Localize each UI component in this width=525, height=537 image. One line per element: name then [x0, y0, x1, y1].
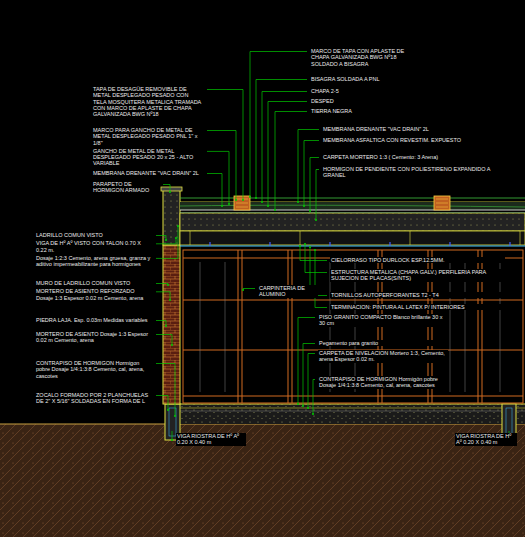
leader-dot	[221, 205, 223, 207]
annotation-label: Dosaje 1:2:3 Cemento, arena gruesa, gran…	[35, 255, 153, 268]
annotation-label: TERMINACION: PINTURA AL LATEX P/ INTERIO…	[330, 304, 505, 310]
leader-line	[156, 292, 170, 300]
leader-line	[156, 238, 176, 244]
leader-dot	[297, 201, 299, 203]
annotation-label: VIGA DE Hº Aº VISTO CON TALON 0.70 X 0.2…	[35, 240, 153, 253]
leader-dot	[169, 299, 171, 301]
annotation-label: MEMBRANA DRENANTE "VAC DRAIN" 2L	[322, 126, 512, 132]
leader-line	[256, 80, 307, 199]
leader-dot	[165, 239, 167, 241]
leader-dot	[242, 289, 244, 291]
annotation-label: MEMBRANA DRENANTE "VAC DRAIN" 2L	[92, 170, 204, 176]
leader-dot	[314, 249, 316, 251]
leader-line	[298, 318, 315, 405]
leader-dot	[304, 243, 306, 245]
leader-line	[310, 158, 319, 212]
leader-dot	[242, 199, 244, 201]
leader-dot	[171, 344, 173, 346]
leader-line	[156, 226, 178, 258]
leader-line	[207, 90, 243, 201]
annotation-label: ZOCALO FORMADO POR 2 PLANCHUELAS DE 2" X…	[35, 392, 153, 405]
leader-dot	[174, 415, 176, 417]
annotation-label: GANCHO DE METAL DE METAL DESPLEGADO PESA…	[92, 148, 204, 167]
annotation-label: PARAPETO DE HORMIGON ARMADO	[92, 181, 160, 194]
annotation-label: PISO GRANITO COMPACTO Blanco brillante 3…	[318, 314, 448, 327]
leader-line	[250, 52, 307, 198]
leader-dot	[315, 219, 317, 221]
leader-dot	[307, 407, 309, 409]
annotation-label: CARPINTERIA DE ALUMINIO	[258, 285, 318, 298]
annotation-label: HORMIGON DE PENDIENTE CON POLIESTIRENO E…	[322, 166, 512, 179]
annotation-label: Pegamento para granito	[318, 340, 448, 346]
leader-line	[207, 151, 229, 204]
leader-line	[156, 396, 168, 411]
annotation-label: CARPETA DE NIVELACION Mortero 1:3, Cemen…	[318, 350, 448, 363]
annotation-label: MORTERO DE ASIENTO Dosaje 1:3 Espesor 0.…	[35, 331, 153, 344]
leader-line	[308, 354, 315, 409]
leader-line	[315, 250, 327, 308]
annotation-label: MEMBRANA ASFALTICA CON REVESTIM. EXPUEST…	[322, 137, 512, 143]
annotation-label: MARCO PARA GANCHO DE METAL DE METAL DESP…	[92, 127, 204, 146]
leader-line	[268, 102, 307, 207]
annotation-label: MARCO DE TAPA CON APLASTE DE CHAPA GALVA…	[310, 48, 420, 67]
annotation-label: ESTRUCTURA METALICA (CHAPA GALV.) PERFIL…	[330, 269, 505, 282]
leader-line	[156, 321, 166, 327]
leader-dot	[255, 197, 257, 199]
leader-dot	[309, 246, 311, 248]
leader-line	[207, 131, 236, 201]
leader-line	[163, 185, 170, 193]
leader-dot	[261, 201, 263, 203]
leader-line	[207, 174, 222, 207]
leader-dot	[309, 210, 311, 212]
leader-line	[156, 236, 166, 241]
leader-line	[156, 284, 168, 286]
leader-dot	[235, 199, 237, 201]
leader-dot	[171, 439, 173, 441]
annotation-label: MURO DE LADRILLO COMUN VISTO	[35, 280, 153, 286]
leader-dot	[302, 405, 304, 407]
leader-dot	[249, 196, 251, 198]
leader-dot	[167, 284, 169, 286]
annotation-label: TAPA DE DESAGÜE REMOVIBLE DE METAL DESPL…	[92, 86, 204, 117]
leader-dot	[312, 413, 314, 415]
leader-line	[262, 92, 307, 203]
leader-dot	[177, 225, 179, 227]
annotation-label: DESPED	[310, 98, 420, 104]
annotation-label: VIGA RIOSTRA DE Hº Aº 0.20 X 0.40 m	[455, 433, 517, 446]
leader-dot	[303, 205, 305, 207]
annotation-label: TIERRA NEGRA	[310, 108, 420, 114]
leader-dot	[175, 237, 177, 239]
annotation-label: VIGA RIOSTRA DE Hº Aº 0.20 X 0.40 m	[176, 433, 246, 446]
annotation-label: CARPETA MORTERO 1:3 ( Cemento: 3 Arena)	[322, 154, 512, 160]
leader-dot	[267, 205, 269, 207]
leader-dot	[165, 325, 167, 327]
leader-line	[156, 335, 172, 346]
annotation-label: MORTERO DE ASIENTO REFORZADO Dosaje 1:3 …	[35, 288, 153, 301]
leader-dot	[297, 403, 299, 405]
leader-line	[172, 431, 173, 440]
leader-dot	[228, 203, 230, 205]
leader-line	[313, 380, 315, 415]
annotation-label: CONTRAPISO DE HORMIGON Hormigon pobre Do…	[35, 360, 153, 379]
leader-line	[275, 112, 307, 211]
leader-line	[243, 289, 255, 291]
annotation-label: LADRILLO COMUN VISTO	[35, 232, 153, 238]
annotation-label: PIEDRA LAJA. Esp. 0.03m Medidas variable…	[35, 317, 153, 323]
leader-dot	[167, 409, 169, 411]
leader-dot	[274, 209, 276, 211]
leader-dot	[299, 245, 301, 247]
annotation-label: CIELORRASO TIPO DURLOCK ESP.12.5MM.	[330, 257, 505, 263]
leader-line	[304, 141, 319, 207]
leader-line	[316, 170, 319, 221]
annotation-label: BISAGRA SOLDADA A PNL	[310, 76, 420, 82]
leader-line	[305, 244, 327, 273]
leader-line	[300, 246, 327, 261]
leader-dot	[169, 191, 171, 193]
annotation-label: TORNILLOS AUTOPERFORANTES T2 - T4	[330, 292, 505, 298]
annotation-label: CHAPA 2-5	[310, 88, 420, 94]
annotation-label: CONTRAPISO DE HORMIGON Hormigón pobre Do…	[318, 376, 448, 389]
leader-line	[156, 364, 175, 417]
